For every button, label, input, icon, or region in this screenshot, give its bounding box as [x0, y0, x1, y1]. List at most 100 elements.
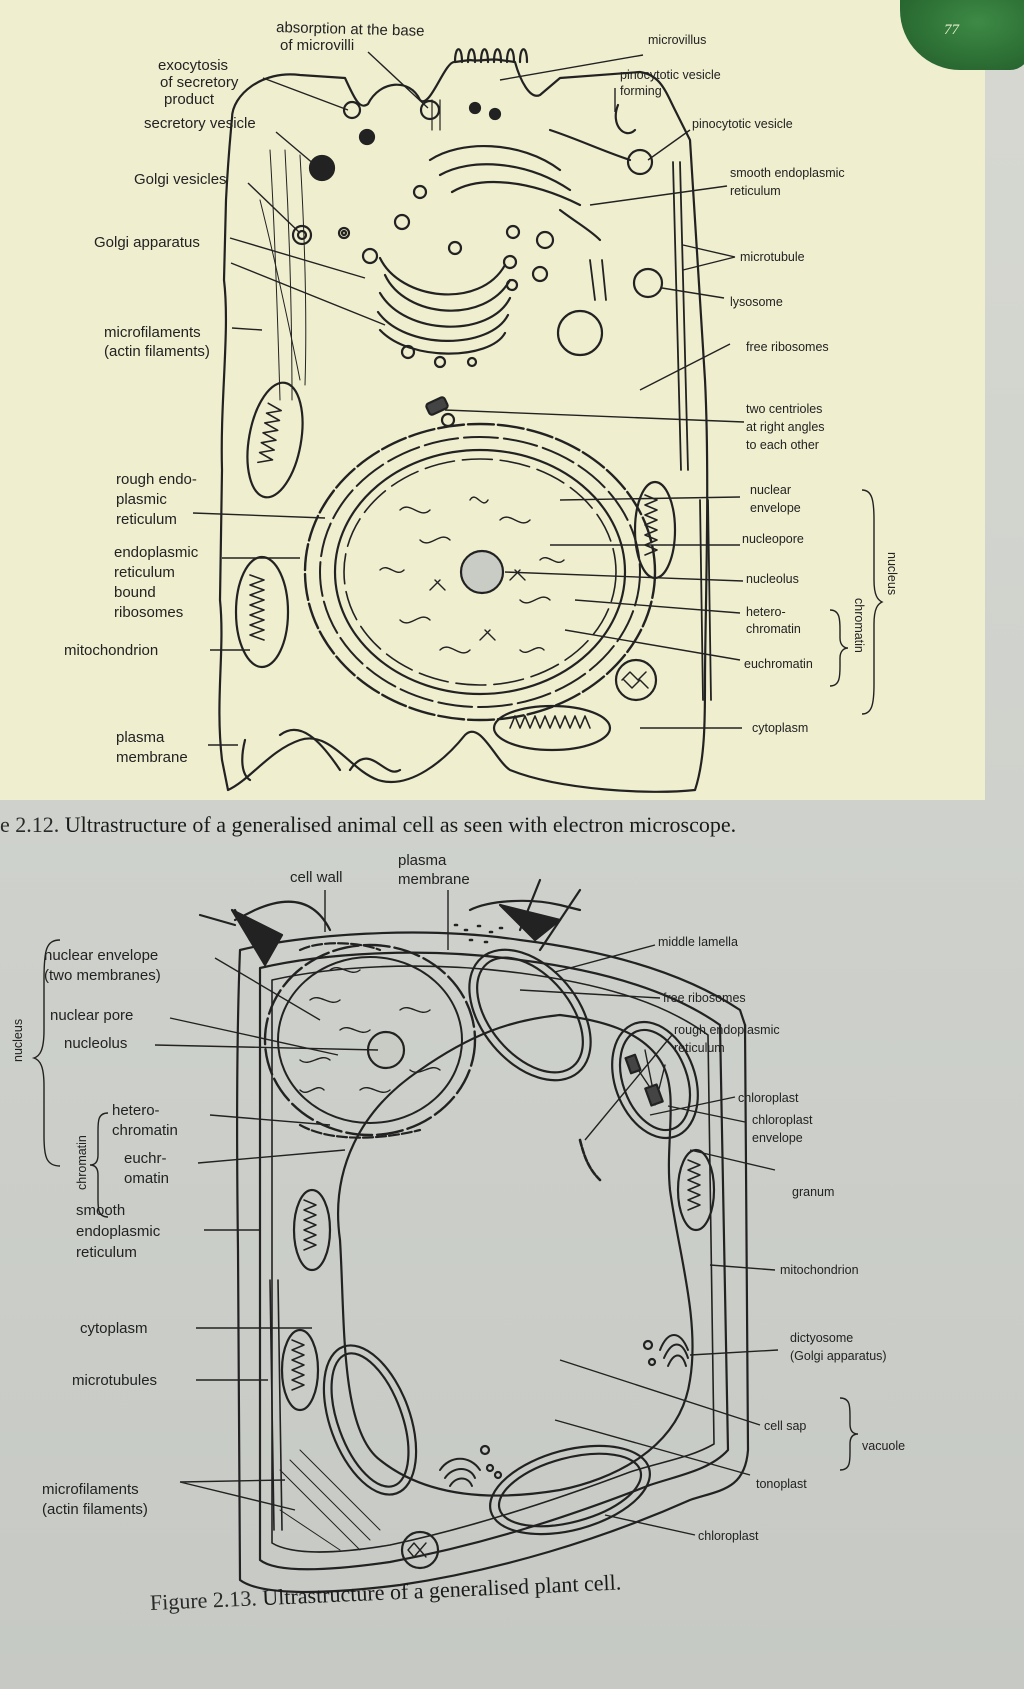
svg-text:cell sap: cell sap [764, 1419, 806, 1433]
svg-text:reticulum: reticulum [116, 511, 177, 528]
label-heterochromatin-1: hetero- [746, 605, 786, 619]
animal-cell-caption-number: e 2.12. [0, 812, 60, 837]
plant-label-nucleus-group: nucleus [11, 1019, 25, 1062]
animal-cell-caption-text: Ultrastructure of a generalised animal c… [64, 812, 737, 837]
label-golgi-vesicles: Golgi vesicles [134, 171, 227, 188]
svg-text:nucleus: nucleus [11, 1019, 25, 1062]
plant-label-smooth-er-3: reticulum [76, 1244, 137, 1261]
svg-text:free ribosomes: free ribosomes [746, 340, 829, 354]
plant-label-tonoplast: tonoplast [756, 1477, 807, 1491]
plant-label-microfilaments-2: (actin filaments) [42, 1501, 148, 1518]
svg-text:microfilaments: microfilaments [104, 324, 201, 341]
label-lysosome: lysosome [730, 295, 783, 309]
plant-cell-caption-number: Figure 2.13. [149, 1585, 258, 1615]
label-nuclear-envelope-1: nuclear [750, 483, 791, 497]
svg-text:reticulum: reticulum [76, 1244, 137, 1261]
svg-text:endoplasmic: endoplasmic [114, 544, 199, 561]
plant-label-euchromatin-1: euchr- [124, 1150, 167, 1167]
svg-text:free ribosomes: free ribosomes [663, 991, 746, 1005]
plant-label-rough-er-2: reticulum [674, 1041, 725, 1055]
plant-label-vacuole-group: vacuole [862, 1439, 905, 1453]
plant-label-nuclear-envelope-1: nuclear envelope [44, 947, 158, 964]
plant-label-chromatin-group: chromatin [75, 1135, 89, 1190]
label-nucleopore: nucleopore [742, 532, 804, 546]
svg-text:ribosomes: ribosomes [114, 604, 183, 621]
svg-text:vacuole: vacuole [862, 1439, 905, 1453]
label-microfilaments-1: microfilaments [104, 324, 201, 341]
label-pinocytotic-vesicle: pinocytotic vesicle [692, 117, 793, 131]
svg-text:chloroplast: chloroplast [738, 1091, 799, 1105]
label-rough-er-1: rough endo- [116, 471, 197, 488]
label-mitochondrion: mitochondrion [64, 642, 158, 659]
plant-label-chloroplast-envelope-2: envelope [752, 1131, 803, 1145]
label-smooth-er-1: smooth endoplasmic [730, 166, 845, 180]
svg-text:smooth: smooth [76, 1202, 125, 1219]
svg-text:chromatin: chromatin [852, 598, 866, 653]
svg-text:euchromatin: euchromatin [744, 657, 813, 671]
plant-label-nuclear-pore: nuclear pore [50, 1007, 133, 1024]
label-microfilaments-2: (actin filaments) [104, 343, 210, 360]
plant-label-smooth-er-2: endoplasmic [76, 1223, 161, 1240]
svg-text:mitochondrion: mitochondrion [780, 1263, 859, 1277]
svg-text:(Golgi apparatus): (Golgi apparatus) [790, 1349, 887, 1363]
svg-text:secretory vesicle: secretory vesicle [144, 115, 256, 132]
svg-text:chloroplast: chloroplast [698, 1529, 759, 1543]
svg-text:chloroplast: chloroplast [752, 1113, 813, 1127]
svg-text:middle lamella: middle lamella [658, 935, 738, 949]
svg-text:tonoplast: tonoplast [756, 1477, 807, 1491]
label-er-ribosomes-4: ribosomes [114, 604, 183, 621]
svg-text:of microvilli: of microvilli [280, 37, 354, 54]
plant-label-middle-lamella: middle lamella [658, 935, 738, 949]
svg-text:nuclear: nuclear [750, 483, 791, 497]
label-exocytosis-1: exocytosis [158, 57, 228, 74]
svg-text:envelope: envelope [750, 501, 801, 515]
svg-text:(actin filaments): (actin filaments) [42, 1501, 148, 1518]
plant-label-granum: granum [792, 1185, 834, 1199]
svg-text:nucleolus: nucleolus [746, 572, 799, 586]
svg-text:membrane: membrane [398, 871, 470, 888]
svg-text:reticulum: reticulum [730, 184, 781, 198]
plant-label-plasma-membrane-2: membrane [398, 871, 470, 888]
label-plasma-membrane-1: plasma [116, 729, 165, 746]
label-centrioles-3: to each other [746, 438, 819, 452]
plant-label-plasma-membrane-1: plasma [398, 852, 447, 869]
svg-text:microfilaments: microfilaments [42, 1481, 139, 1498]
svg-text:two centrioles: two centrioles [746, 402, 822, 416]
plant-label-cytoplasm: cytoplasm [80, 1320, 148, 1337]
svg-text:Golgi apparatus: Golgi apparatus [94, 234, 200, 251]
svg-text:rough endoplasmic: rough endoplasmic [674, 1023, 780, 1037]
svg-text:chromatin: chromatin [746, 622, 801, 636]
svg-text:nucleus: nucleus [885, 552, 899, 595]
plant-label-chloroplast-envelope-1: chloroplast [752, 1113, 813, 1127]
svg-text:omatin: omatin [124, 1170, 169, 1187]
plant-label-microtubules: microtubules [72, 1372, 157, 1389]
label-rough-er-2: plasmic [116, 491, 167, 508]
plant-label-chloroplast-bottom: chloroplast [698, 1529, 759, 1543]
plant-label-chloroplast: chloroplast [738, 1091, 799, 1105]
label-plasma-membrane-2: membrane [116, 749, 188, 766]
svg-text:cytoplasm: cytoplasm [80, 1320, 148, 1337]
svg-text:chromatin: chromatin [112, 1122, 178, 1139]
label-euchromatin: euchromatin [744, 657, 813, 671]
label-free-ribosomes: free ribosomes [746, 340, 829, 354]
plant-label-rough-er-1: rough endoplasmic [674, 1023, 780, 1037]
animal-cell-caption: e 2.12. Ultrastructure of a generalised … [0, 812, 736, 838]
svg-text:pinocytotic vesicle: pinocytotic vesicle [692, 117, 793, 131]
plant-label-cell-sap: cell sap [764, 1419, 806, 1433]
label-er-ribosomes-3: bound [114, 584, 156, 601]
svg-text:dictyosome: dictyosome [790, 1331, 853, 1345]
svg-text:nuclear pore: nuclear pore [50, 1007, 133, 1024]
svg-text:(actin filaments): (actin filaments) [104, 343, 210, 360]
svg-text:exocytosis: exocytosis [158, 57, 228, 74]
svg-text:of secretory: of secretory [160, 74, 239, 91]
svg-text:bound: bound [114, 584, 156, 601]
svg-text:smooth endoplasmic: smooth endoplasmic [730, 166, 845, 180]
svg-text:cell wall: cell wall [290, 869, 343, 886]
animal-cell-figure-panel [0, 0, 985, 800]
svg-text:membrane: membrane [116, 749, 188, 766]
label-pinocytotic-forming-2: forming [620, 84, 662, 98]
svg-text:reticulum: reticulum [674, 1041, 725, 1055]
label-pinocytotic-forming-1: pinocytotic vesicle [620, 68, 721, 82]
svg-text:(two membranes): (two membranes) [44, 967, 161, 984]
plant-label-free-ribosomes: free ribosomes [663, 991, 746, 1005]
